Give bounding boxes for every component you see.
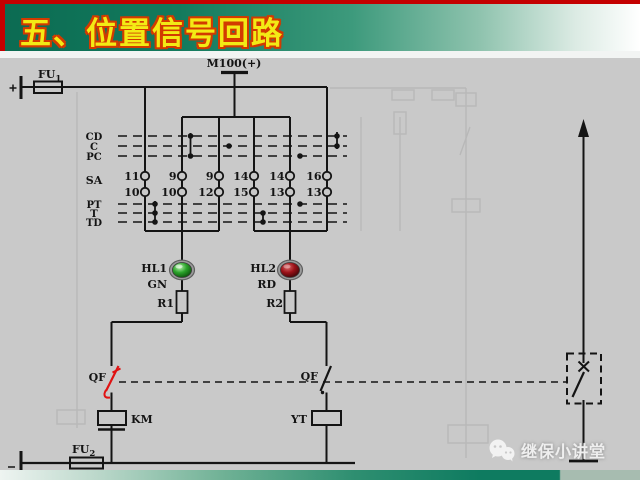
sa-contact-number: 13 — [306, 186, 321, 199]
lamp-hl1-green — [168, 259, 196, 281]
row-label-td: TD — [86, 218, 102, 229]
row-label-cd: CD — [86, 132, 103, 143]
contact-closed-dots — [152, 133, 340, 225]
row-label-pt: PT — [87, 200, 103, 211]
resistor-r2-label: R2 — [266, 297, 283, 310]
resistor-r2-symbol — [283, 290, 297, 314]
qf-right-label: QF — [301, 370, 319, 383]
watermark-text: 继保小讲堂 — [521, 442, 607, 461]
fuse-fu2-symbol — [69, 456, 104, 470]
bottom-accent-bar — [0, 470, 640, 480]
slide-title-bar — [0, 0, 640, 51]
sa-contact-number: 11 — [124, 170, 139, 183]
positive-source-label: M100(+) — [207, 57, 262, 70]
qf-left-contact-red — [103, 365, 121, 399]
lamp-hl2-red — [276, 259, 304, 281]
lamp-hl2-label: HL2 — [250, 262, 276, 275]
resistor-r1-label: R1 — [157, 297, 174, 310]
sa-contact-number: 10 — [124, 186, 140, 199]
qf-right-contact-blade — [319, 365, 333, 392]
top-red-border — [0, 0, 640, 4]
sa-contact-number: 15 — [233, 186, 248, 199]
sa-contact-number: 9 — [206, 170, 214, 183]
fuse-fu2-label: FU2 — [72, 443, 95, 459]
row-label-c: C — [90, 142, 98, 153]
page-title: 五、位置信号回路 — [20, 16, 284, 52]
coil-yt-label: YT — [290, 413, 308, 426]
fuse-fu1-label: FU1 — [38, 68, 61, 84]
qf-main-breaker-box — [566, 352, 602, 405]
watermark: 继保小讲堂 — [488, 438, 606, 462]
row-label-sa: SA — [86, 174, 103, 187]
sa-contact-terminals — [139, 170, 333, 198]
coil-km-symbol — [97, 410, 127, 426]
ghost-background-circuit — [56, 87, 489, 458]
sa-contact-number: 14 — [233, 170, 249, 183]
sa-contact-number: 16 — [306, 170, 322, 183]
title-divider — [0, 51, 640, 58]
coil-km-label: KM — [131, 413, 153, 426]
arrow-up-icon — [578, 119, 589, 137]
lamp-hl1-color-label: GN — [148, 278, 167, 291]
resistor-r1-symbol — [175, 290, 189, 314]
sa-contact-number: 13 — [269, 186, 284, 199]
qf-left-label: QF — [89, 371, 107, 384]
sa-contact-number: 10 — [161, 186, 177, 199]
coil-yt-symbol — [311, 410, 342, 426]
lamp-hl1-label: HL1 — [141, 262, 167, 275]
wechat-icon — [489, 439, 515, 462]
row-label-t: T — [90, 209, 98, 220]
sa-contact-number: 14 — [269, 170, 285, 183]
sa-contact-number: 9 — [169, 170, 177, 183]
fuse-fu1-symbol — [33, 80, 63, 94]
sa-contact-number: 12 — [198, 186, 213, 199]
row-label-pc: PC — [86, 152, 102, 163]
left-red-border — [0, 0, 5, 51]
lamp-hl2-color-label: RD — [257, 278, 276, 291]
